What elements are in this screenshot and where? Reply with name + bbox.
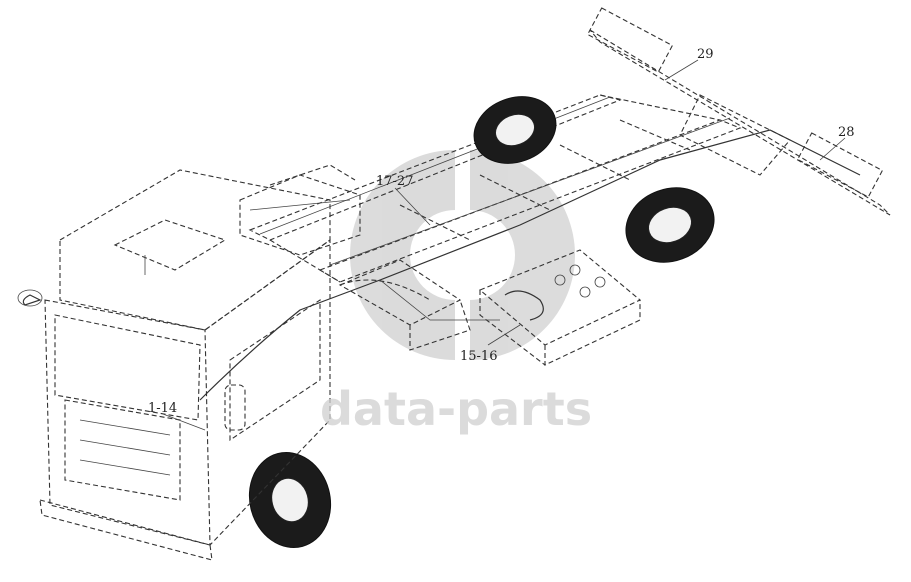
rear-wheel-upper [473,96,557,164]
watermark-text: data-parts [320,382,592,436]
chassis-frame [248,7,891,283]
callout-17-27: 17-27 [376,174,413,189]
rear-wheel-lower [625,187,715,263]
callout-29: 29 [697,47,714,62]
battery-box [478,249,642,366]
data-parts-logo [350,150,575,360]
engine-block [239,164,361,256]
truck-cab [17,169,331,561]
front-wheel [248,451,332,549]
wiring-harness [199,129,861,401]
callout-28: 28 [838,125,855,140]
callout-1-14: 1-14 [148,401,177,416]
callout-15-16: 15-16 [460,349,497,364]
leader-lines [162,59,846,431]
fuel-tank [338,259,471,351]
